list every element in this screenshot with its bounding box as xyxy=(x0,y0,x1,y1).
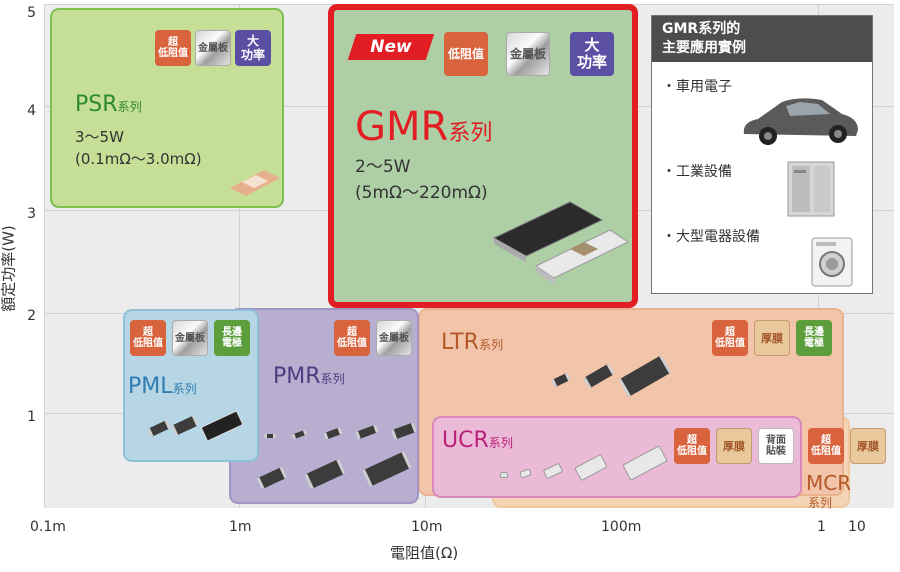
gmr-metal-plate-badge: 金屬板 xyxy=(506,32,550,76)
ucr-back-mount-badge: 背面 貼裝 xyxy=(758,428,794,464)
psr-power: 3～5W xyxy=(75,128,124,146)
ucr-chip-1 xyxy=(500,472,508,478)
y-axis-label: 額定功率(W) xyxy=(0,225,18,312)
psr-range: (0.1mΩ～3.0mΩ) xyxy=(75,150,202,168)
applications-title-line1: GMR系列的 xyxy=(662,21,741,37)
ucr-thick-film-badge: 厚膜 xyxy=(716,428,752,464)
pmr-metal-plate-badge: 金屬板 xyxy=(376,320,412,356)
ltr-title: LTR系列 xyxy=(441,330,504,355)
mcr-thick-film-badge: 厚膜 xyxy=(850,428,886,464)
pml-super-low-badge: 超 低阻值 xyxy=(130,320,166,356)
pml-metal-plate-badge: 金屬板 xyxy=(172,320,208,356)
psr-high-power-badge: 大 功率 xyxy=(235,30,271,66)
application-item-industrial: ・工業設備 xyxy=(662,164,732,180)
y-tick-3: 3 xyxy=(27,206,36,222)
gridline-x-1 xyxy=(239,4,240,508)
applications-panel: GMR系列的 主要應用實例 ・車用電子 ・工業設備 ・大型電器設備 xyxy=(651,15,873,294)
mcr-super-low-badge: 超 低阻值 xyxy=(808,428,844,464)
gmr-high-power-badge: 大 功率 xyxy=(570,32,614,76)
ltr-thick-film-badge: 厚膜 xyxy=(754,320,790,356)
applications-header: GMR系列的 主要應用實例 xyxy=(652,16,872,62)
pmr-super-low-badge: 超 低阻值 xyxy=(334,320,370,356)
pml-long-side-badge: 長邊 電極 xyxy=(214,320,250,356)
pmr-chip-1 xyxy=(264,434,276,438)
mcr-title-suffix: 系列 xyxy=(808,496,833,510)
gmr-low-badge: 低阻值 xyxy=(444,32,488,76)
gmr-title: GMR系列 xyxy=(355,104,493,150)
y-tick-5: 5 xyxy=(27,5,36,21)
industrial-equipment-icon xyxy=(787,161,835,217)
application-item-automotive: ・車用電子 xyxy=(662,79,732,95)
gmr-resistor-icon xyxy=(492,201,630,284)
psr-title: PSR系列 xyxy=(75,92,142,117)
x-tick-100m: 100m xyxy=(601,519,642,535)
pmr-title: PMR系列 xyxy=(273,364,345,389)
psr-resistor-icon xyxy=(230,170,280,196)
y-tick-4: 4 xyxy=(27,103,36,119)
ltr-super-low-badge: 超 低阻值 xyxy=(712,320,748,356)
x-tick-10m: 10m xyxy=(411,519,443,535)
ucr-super-low-badge: 超 低阻值 xyxy=(674,428,710,464)
gmr-power: 2～5W xyxy=(355,157,411,177)
gridline-x-0 xyxy=(44,4,45,508)
ucr-title: UCR系列 xyxy=(442,428,513,453)
psr-metal-plate-badge: 金屬板 xyxy=(195,30,231,66)
mcr-title-name: MCR xyxy=(806,471,852,495)
x-tick-1: 1 xyxy=(817,519,826,535)
application-item-appliance: ・大型電器設備 xyxy=(662,229,760,245)
x-tick-10: 10 xyxy=(848,519,866,535)
car-icon xyxy=(743,98,858,145)
y-tick-1: 1 xyxy=(27,409,36,425)
ltr-long-side-badge: 長邊 電極 xyxy=(796,320,832,356)
x-tick-1m: 1m xyxy=(229,519,252,535)
applications-title-line2: 主要應用實例 xyxy=(662,40,746,56)
washing-machine-icon xyxy=(811,237,853,287)
pml-title: PML系列 xyxy=(128,374,197,399)
y-tick-2: 2 xyxy=(27,308,36,324)
x-axis-label: 電阻值(Ω) xyxy=(390,544,459,562)
gmr-new-tag: New xyxy=(347,34,435,60)
x-tick-0.1m: 0.1m xyxy=(30,519,66,535)
psr-super-low-badge: 超 低阻值 xyxy=(155,30,191,66)
gmr-range: (5mΩ～220mΩ) xyxy=(355,183,488,203)
